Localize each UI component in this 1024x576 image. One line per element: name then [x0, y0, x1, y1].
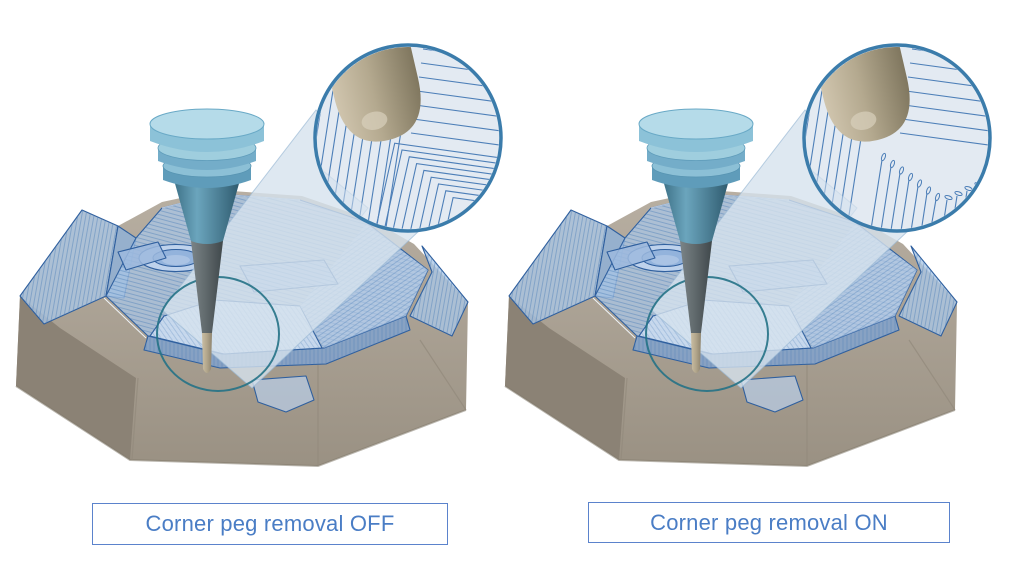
label-corner-peg-removal-on: Corner peg removal ON: [588, 502, 950, 543]
render-panel-off: [15, 43, 503, 467]
label-corner-peg-removal-off: Corner peg removal OFF: [92, 503, 448, 545]
magnifier-detail-off: [317, 47, 499, 229]
magnifier-border: [313, 43, 503, 233]
label-on-text: Corner peg removal ON: [650, 509, 888, 535]
chevron-corner-toolpaths: [374, 142, 499, 229]
render-panel-on: [504, 43, 992, 467]
magnifier-border: [802, 43, 992, 233]
label-off-text: Corner peg removal OFF: [145, 511, 395, 536]
